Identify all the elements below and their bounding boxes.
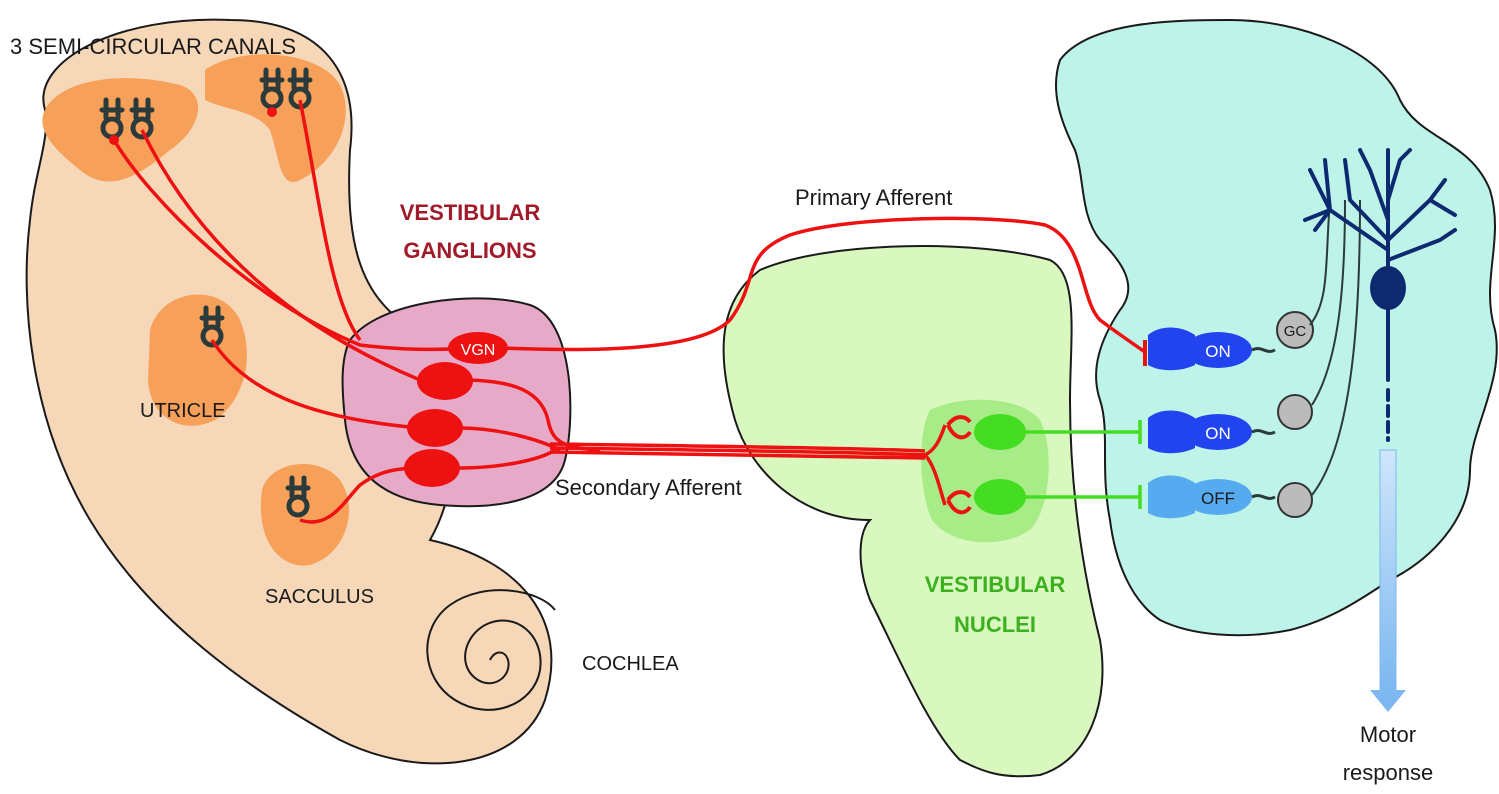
- utricle-label: UTRICLE: [140, 400, 226, 422]
- purkinje-soma: [1370, 266, 1406, 310]
- nuclei-label-line2: NUCLEI: [954, 612, 1036, 637]
- on-label-2: ON: [1205, 424, 1231, 443]
- vestibular-nuclei-shape: [724, 246, 1103, 776]
- ganglions-label-line1: VESTIBULAR: [400, 200, 541, 225]
- canals-label: 3 SEMI-CIRCULAR CANALS: [10, 34, 296, 59]
- secondary-afferent-label: Secondary Afferent: [555, 475, 742, 500]
- sacculus-label: SACCULUS: [265, 586, 374, 608]
- off-cell: [1148, 476, 1252, 519]
- nuclei-label-line1: VESTIBULAR: [925, 572, 1066, 597]
- on-cell-2: [1148, 411, 1252, 454]
- ganglions-label-line2: GANGLIONS: [403, 238, 536, 263]
- motor-label-line2: response: [1343, 760, 1434, 785]
- cochlea-label: COCHLEA: [582, 653, 679, 675]
- primary-afferent-label: Primary Afferent: [795, 185, 952, 210]
- off-label: OFF: [1201, 489, 1235, 508]
- vgn-label: VGN: [461, 342, 496, 359]
- motor-label-line1: Motor: [1360, 722, 1416, 747]
- gc-label: GC: [1284, 323, 1307, 340]
- on-label-1: ON: [1205, 342, 1231, 361]
